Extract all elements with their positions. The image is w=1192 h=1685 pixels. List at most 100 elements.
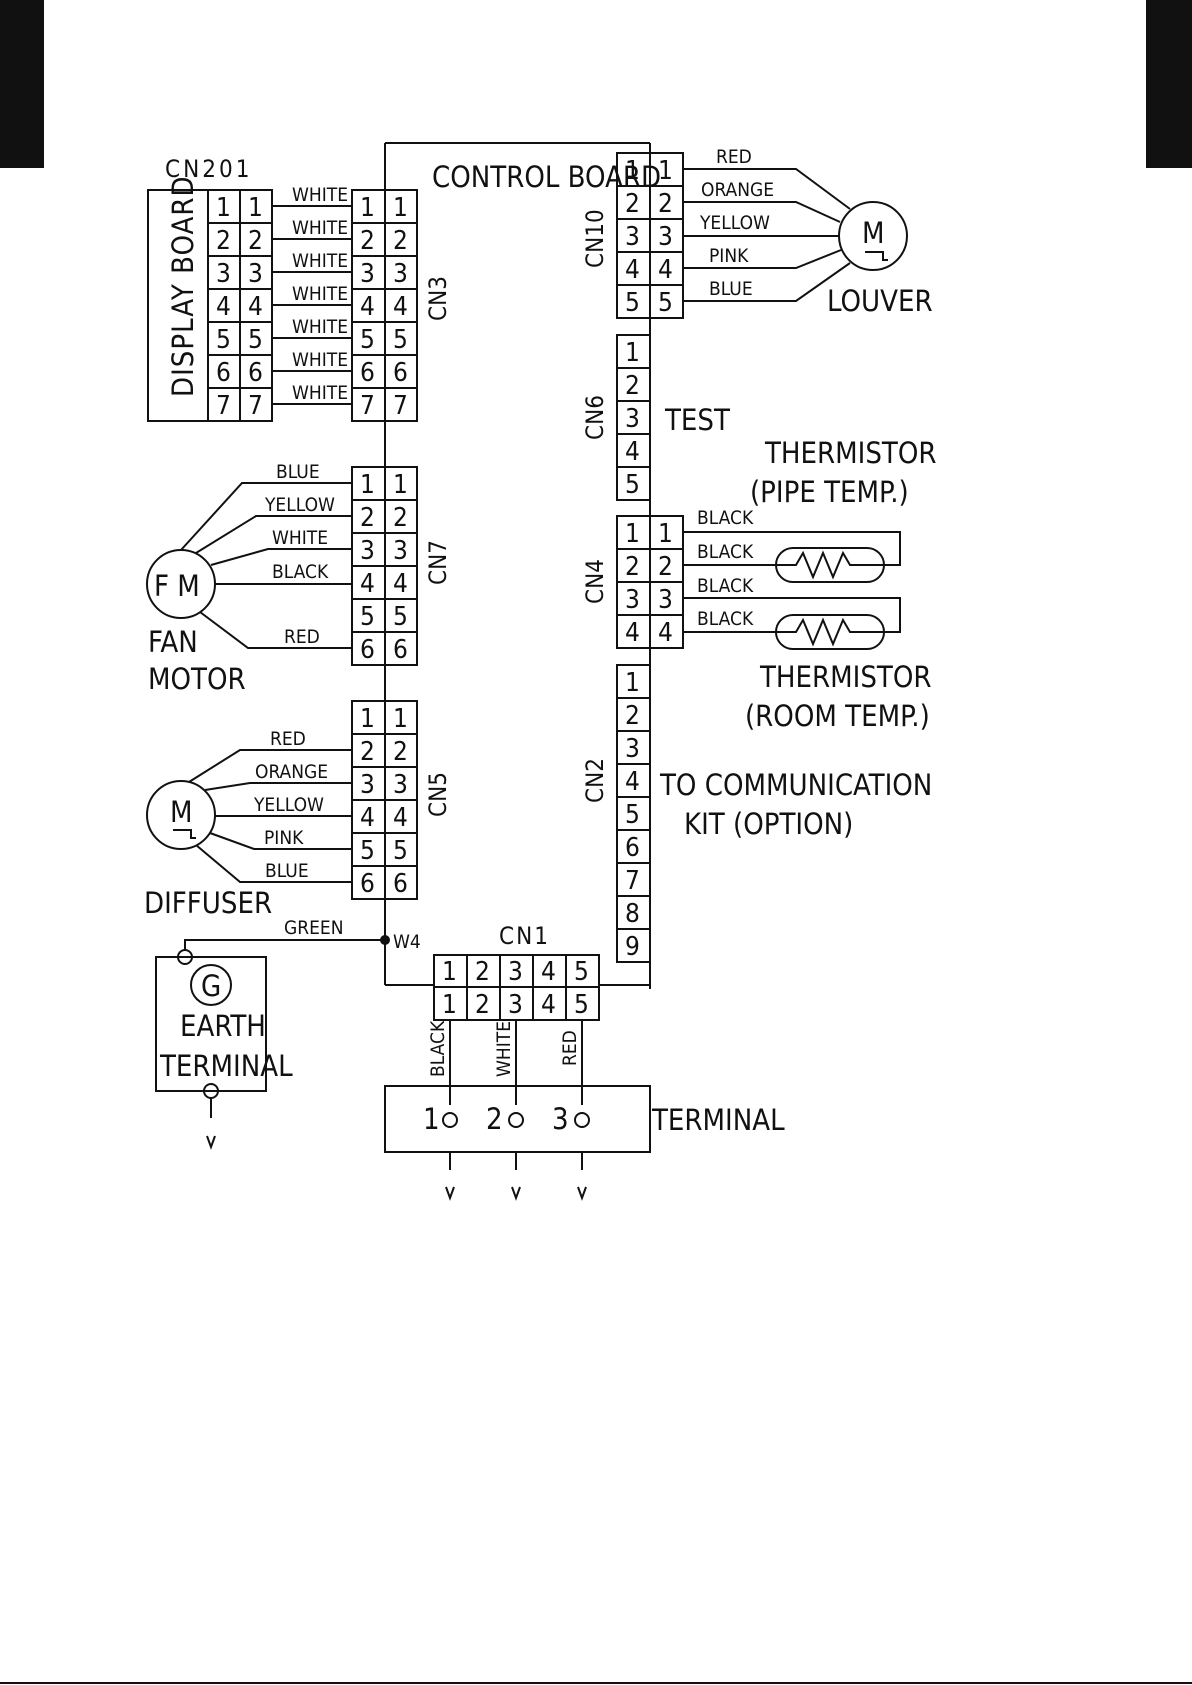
cn201-pin: 7 [216, 391, 231, 421]
cn1-pin: 5 [574, 990, 589, 1020]
page-edge-tab-right [1146, 0, 1192, 168]
cn1-label: CN1 [499, 922, 550, 950]
cn6-pin: 3 [625, 404, 640, 434]
cn6-pin: 1 [625, 338, 640, 368]
louver-label: LOUVER [827, 284, 933, 318]
cn4-pin: 1 [625, 519, 640, 549]
cn1-wires: BLACK WHITE RED [427, 1020, 583, 1105]
cn5-label: CN5 [424, 772, 452, 817]
cn6-label: CN6 [581, 395, 609, 440]
cn201-pin: 6 [216, 358, 231, 388]
cn201-pin: 5 [248, 325, 263, 355]
cn7-connector: CN7 [351, 466, 452, 666]
earth-symbol: G [201, 969, 221, 1003]
cn5-pin: 4 [393, 803, 408, 833]
cn3-pin: 7 [360, 391, 375, 421]
terminal-number: 2 [486, 1102, 503, 1136]
cn5-pin: 3 [393, 770, 408, 800]
cn3-pin: 5 [393, 325, 408, 355]
louver-motor: M LOUVER [827, 201, 933, 318]
cn2-pin: 3 [625, 734, 640, 764]
cn201-pin: 3 [216, 259, 231, 289]
cn2-pin: 5 [625, 800, 640, 830]
cn7-pin: 6 [393, 635, 408, 665]
cn2-label: CN2 [581, 758, 609, 803]
display-board-label: DISPLAY BOARD [166, 175, 200, 397]
page-edge-tab-left [0, 0, 44, 168]
terminal-number: 3 [552, 1102, 569, 1136]
cn4-pin: 2 [658, 552, 673, 582]
cn6-pin-numbers: 1 2 3 4 5 [625, 338, 640, 500]
cn3-pin: 4 [360, 292, 375, 322]
cn6-pin: 5 [625, 470, 640, 500]
cn5-connector: CN5 [351, 700, 452, 900]
cn6-pin: 4 [625, 437, 640, 467]
cn1-pin: 2 [475, 990, 490, 1020]
wire-label: WHITE [493, 1021, 515, 1077]
cn1-pin: 5 [574, 957, 589, 987]
w4-label: W4 [393, 931, 421, 953]
cn4-pin: 3 [625, 585, 640, 615]
earth-terminal: W4 GREEN G EARTH TERMINAL [155, 917, 421, 1150]
wire-label: BLACK [697, 507, 754, 529]
wire-label: ORANGE [255, 761, 328, 783]
wire-label: WHITE [292, 184, 348, 206]
cn2-note: TO COMMUNICATION [659, 768, 932, 802]
cn201-pin: 2 [216, 226, 231, 256]
cn3-pin: 2 [360, 226, 375, 256]
cn4-pin: 4 [658, 618, 673, 648]
cn3-pin: 4 [393, 292, 408, 322]
cn7-pin-numbers: 1 1 2 2 3 3 4 4 5 5 6 6 [360, 470, 408, 665]
cn7-pin: 5 [393, 602, 408, 632]
wire-label: BLUE [265, 860, 309, 882]
cn1-pin: 2 [475, 957, 490, 987]
cn201-pin-numbers: 1 1 2 2 3 3 4 4 5 5 6 6 7 7 [216, 193, 263, 421]
cn10-wires: RED ORANGE YELLOW PINK BLUE [683, 146, 851, 302]
wire-label: RED [284, 626, 320, 648]
cn10-pin: 4 [658, 255, 673, 285]
cn7-pin: 4 [360, 569, 375, 599]
cn1-pin: 1 [442, 990, 457, 1020]
cn7-pin: 4 [393, 569, 408, 599]
cn201-pin: 6 [248, 358, 263, 388]
cn2-pin: 2 [625, 701, 640, 731]
cn3-pin: 1 [393, 193, 408, 223]
diffuser-symbol: M [170, 795, 193, 829]
cn3-wires: WHITE WHITE WHITE WHITE WHITE WHITE WHIT… [272, 184, 352, 405]
terminal-block: 1 2 3 TERMINAL [384, 1085, 785, 1201]
cn10-pin: 2 [625, 189, 640, 219]
cn3-pin: 3 [393, 259, 408, 289]
cn7-pin: 1 [393, 470, 408, 500]
cn4-pin: 2 [625, 552, 640, 582]
thermistor-pipe-label: (PIPE TEMP.) [750, 475, 909, 509]
wire-label: WHITE [292, 316, 348, 338]
cn1-pin: 3 [508, 957, 523, 987]
cn6-test-label: TEST [664, 403, 731, 437]
cn2-pin: 8 [625, 899, 640, 929]
cn2-pin: 6 [625, 833, 640, 863]
wire-label: GREEN [284, 917, 344, 939]
cn6-connector: CN6 TEST [581, 334, 731, 501]
wire-label: BLACK [697, 541, 754, 563]
cn5-pin: 3 [360, 770, 375, 800]
cn2-pin: 4 [625, 767, 640, 797]
cn3-pin: 1 [360, 193, 375, 223]
wire-label: WHITE [292, 250, 348, 272]
cn10-pin: 1 [658, 156, 673, 186]
earth-label: EARTH [180, 1009, 266, 1043]
wire-label: BLUE [276, 461, 320, 483]
thermistor-pipe-label: THERMISTOR [764, 436, 937, 470]
wire-label: YELLOW [699, 212, 770, 234]
cn7-pin: 1 [360, 470, 375, 500]
cn4-pin: 3 [658, 585, 673, 615]
display-board: CN201 DISPLAY BOARD 1 1 2 2 3 3 4 4 5 5 … [147, 155, 273, 422]
cn5-pin: 2 [393, 737, 408, 767]
cn5-pin: 1 [393, 704, 408, 734]
terminal-label: TERMINAL [651, 1103, 785, 1137]
cn4-wires: BLACK BLACK BLACK BLACK [683, 507, 901, 633]
wire-label: BLACK [427, 1020, 449, 1077]
cn201-label: CN201 [165, 155, 252, 183]
earth-label: TERMINAL [159, 1049, 293, 1083]
cn5-pin: 5 [360, 836, 375, 866]
